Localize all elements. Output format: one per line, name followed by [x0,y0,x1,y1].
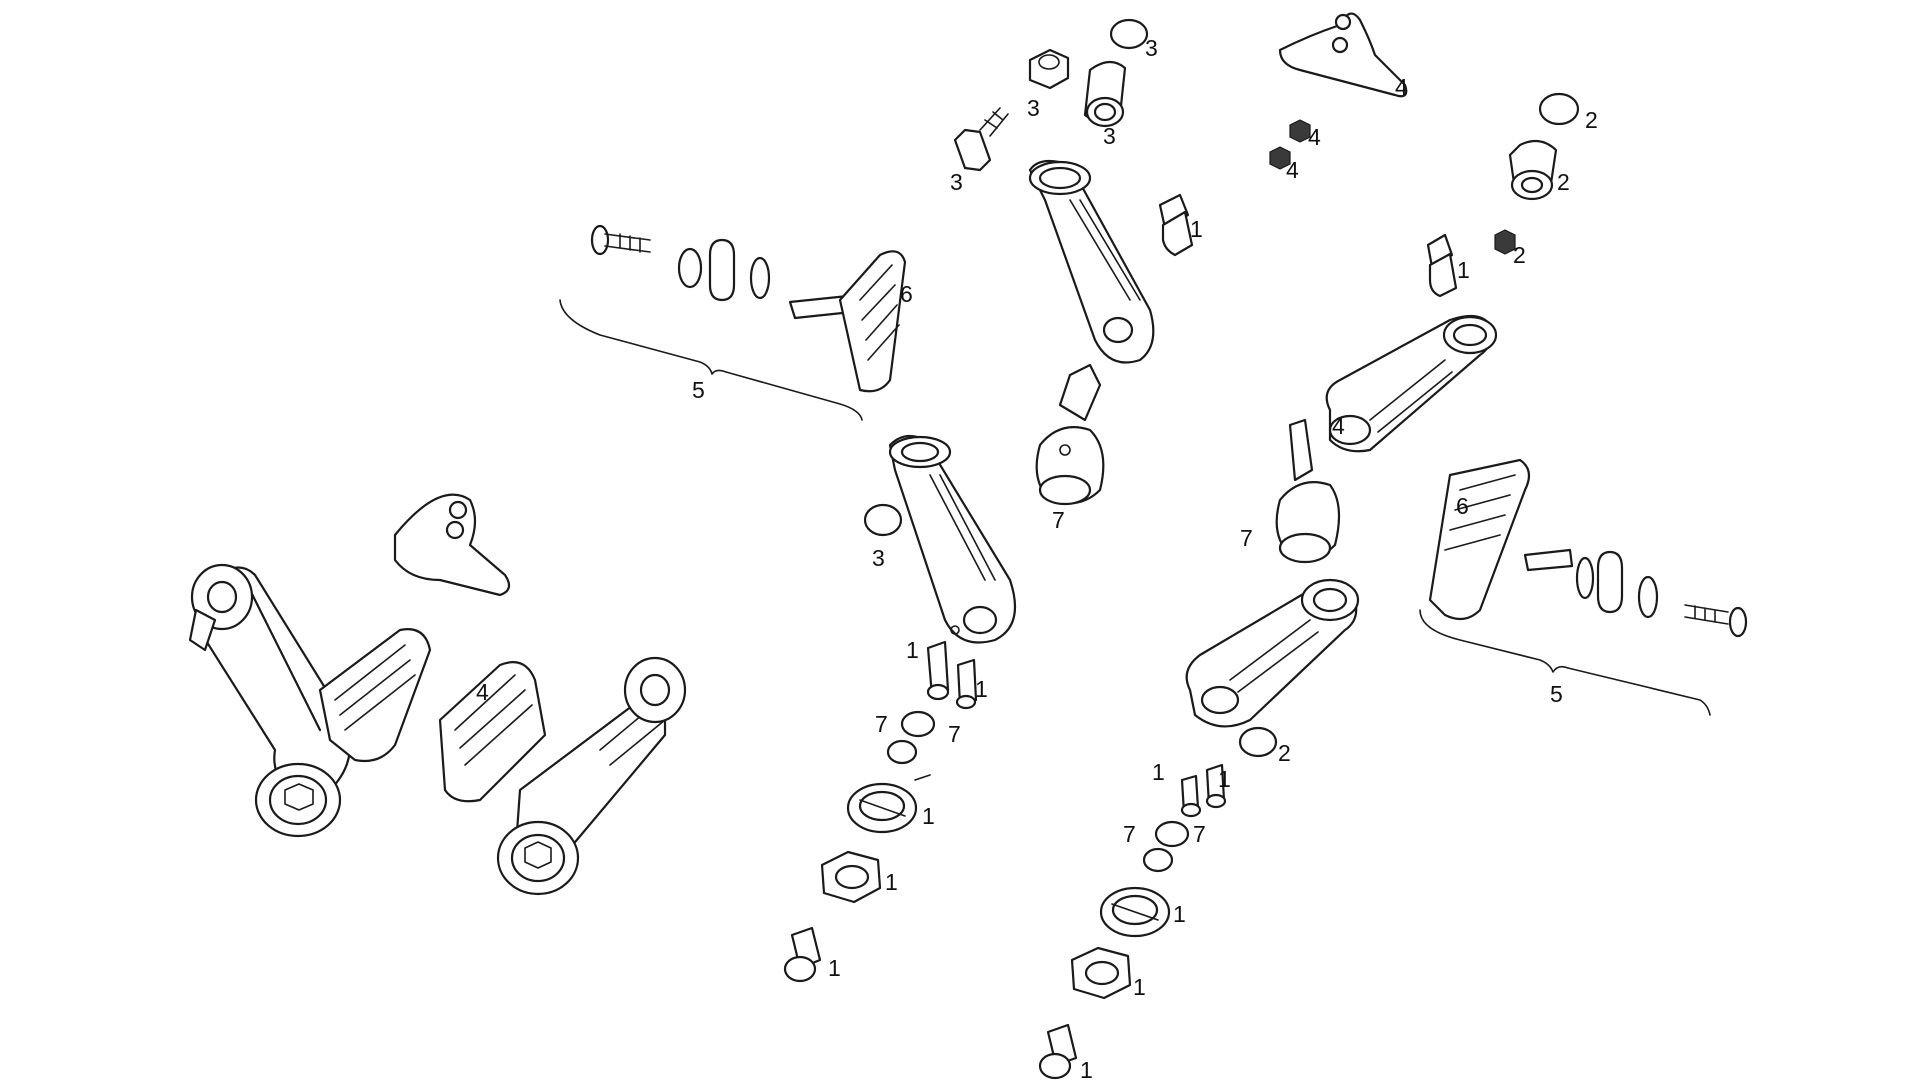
pad-spacer-left [708,238,736,302]
assembled-brake-straddle-yoke [393,493,511,597]
spring-1-r [1099,886,1171,938]
callout-7-c-b: 7 [948,721,961,747]
set-screw-2 [1494,229,1516,255]
callout-5-right: 5 [1550,681,1563,707]
oring-2-lower [1238,726,1278,758]
callout-6-pad-right: 6 [1456,493,1469,519]
callout-4-yoke: 4 [1395,74,1408,100]
cam-block-7-upper [1035,363,1105,506]
callout-2-lower: 2 [1278,740,1291,766]
callout-2-oring: 2 [1585,107,1598,133]
brake-arm-right-upper [1325,314,1498,453]
pad-bolt-left [590,224,651,256]
pivot-pin-1-right [1426,233,1458,298]
bolt-1-c [783,926,822,983]
callout-7-right: 7 [1240,525,1253,551]
brake-arm-right-lower [1185,578,1360,728]
callout-3-nut: 3 [1027,95,1040,121]
straddle-yoke-4-top [1278,12,1408,98]
callout-1-r-screw-a: 1 [1152,759,1165,785]
callout-1-pin-right: 1 [1457,257,1470,283]
oring-2-top [1538,92,1580,126]
callout-4-assembled: 4 [476,679,489,705]
bushing-2 [1508,139,1558,201]
brake-arm-lower [888,434,1017,644]
pivot-pin-1-upper [1158,193,1194,257]
pad-bolt-right [1684,604,1748,638]
pad-washer-right-1 [1575,556,1595,600]
barrel-nut-3 [1028,48,1070,90]
callout-2-screw: 2 [1513,242,1526,268]
callout-6-pad-left: 6 [900,281,913,307]
adjuster-bolt-3 [953,107,1009,172]
washer-7-c-a [900,710,936,738]
brake-pad-left [788,250,907,393]
screw-1-r-a [1205,763,1227,809]
nut-1-r [1070,946,1132,1000]
callout-7-r-b: 7 [1193,821,1206,847]
nut-1-c [820,850,882,904]
callout-7-c-a: 7 [875,711,888,737]
brake-arm-upper [1028,159,1155,364]
callout-7-upper: 7 [1052,507,1065,533]
callout-1-pin-upper: 1 [1190,216,1203,242]
set-screw-4-a [1289,119,1311,143]
washer-7-c-b [886,739,918,765]
callout-4-screw-b: 4 [1286,157,1299,183]
callout-1-r-spring: 1 [1173,901,1186,927]
callout-4-arm-right: 4 [1332,413,1345,439]
oring-3-lower [863,503,903,537]
cam-block-7-right [1275,418,1341,564]
callout-1-c-screw-b: 1 [975,676,988,702]
bracket-left [559,299,863,421]
callout-3-hanger: 3 [1103,123,1116,149]
callout-1-c-nut: 1 [885,869,898,895]
callout-1-c-screw-a: 1 [906,637,919,663]
callout-1-r-screw-b: 1 [1218,766,1231,792]
callout-3-lower: 3 [872,545,885,571]
callout-1-c-bolt: 1 [828,955,841,981]
screw-1-c-b [955,658,978,710]
assembled-brake-left-arm [188,563,352,838]
callout-3-oring: 3 [1145,35,1158,61]
callout-2-bushing: 2 [1557,169,1570,195]
callout-4-screw-a: 4 [1308,124,1321,150]
pad-spacer-right [1596,550,1624,614]
washer-7-r-a [1154,820,1190,848]
callout-7-r-a: 7 [1123,821,1136,847]
callout-5-left: 5 [692,377,705,403]
callout-3-adjuster: 3 [950,169,963,195]
washer-7-r-b [1142,847,1174,873]
bolt-1-r [1038,1023,1078,1080]
screw-1-r-b [1180,774,1202,818]
set-screw-4-b [1269,146,1291,170]
screw-1-c-a [926,640,950,701]
oring-3-top [1109,18,1149,50]
spring-1-c [846,774,931,834]
assembled-brake-left-pad [318,628,432,763]
pad-washer-left-2 [749,256,771,300]
bracket-right [1419,609,1711,716]
callout-1-c-spring: 1 [922,803,935,829]
callout-1-r-nut: 1 [1133,974,1146,1000]
assembled-brake-right-pad [438,661,547,803]
cable-hanger-3 [1083,60,1127,128]
assembled-brake-right-arm [496,656,687,896]
pad-washer-left-1 [677,247,703,289]
callout-1-r-bolt: 1 [1080,1057,1093,1080]
pad-washer-right-2 [1637,575,1659,619]
brake-pad-right [1428,458,1574,621]
